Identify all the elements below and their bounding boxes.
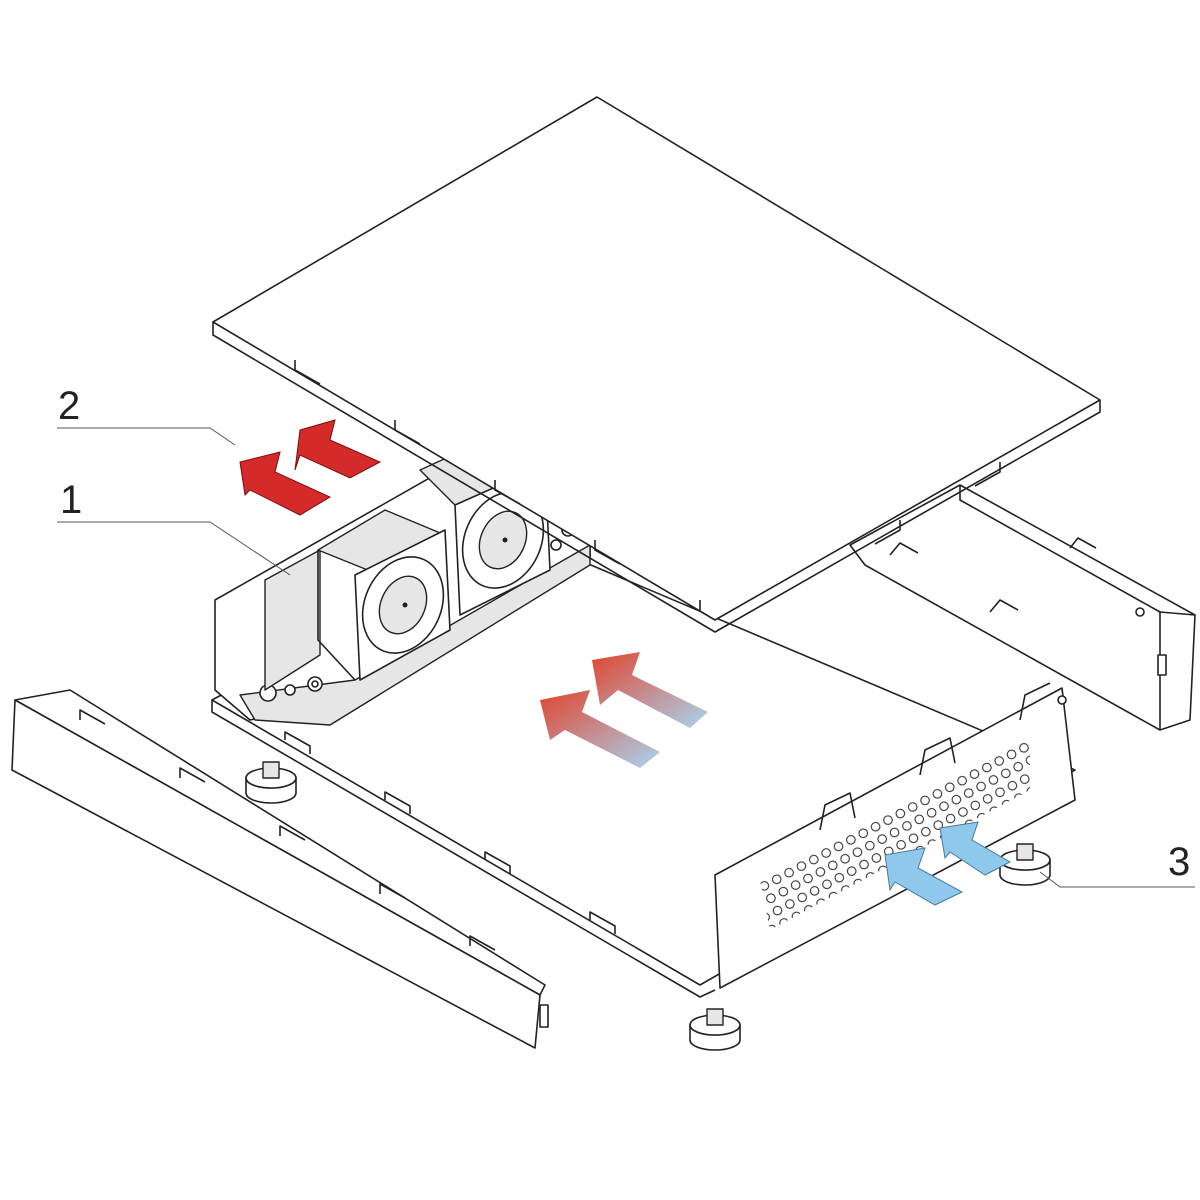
leader-line-1	[57, 521, 291, 576]
callout-1: 1	[60, 478, 83, 522]
exhaust-arrow-back	[294, 419, 382, 479]
foot-left	[245, 761, 297, 804]
perforated-front-panel	[714, 682, 1076, 989]
front-bezel	[11, 689, 549, 1049]
foot-front	[689, 1008, 741, 1051]
rear-side-panel	[849, 484, 1196, 731]
fan-1-hub	[402, 602, 408, 608]
intake-arrow-front	[884, 847, 964, 906]
fan-assembly	[214, 444, 591, 726]
exhaust-arrow-front	[239, 451, 332, 516]
intake-arrows	[884, 821, 1012, 906]
callout-3: 3	[1168, 840, 1191, 884]
leader-line-3	[1039, 871, 1195, 888]
airflow-arrow-back	[592, 652, 708, 728]
fan-2-hub	[502, 537, 508, 543]
leader-line-2	[57, 427, 236, 446]
callout-2: 2	[58, 384, 81, 428]
foot-right	[999, 843, 1051, 886]
feet	[245, 761, 1051, 1051]
fan-1	[317, 509, 451, 681]
intake-arrow-back	[939, 821, 1012, 876]
base-tabs	[284, 731, 616, 934]
airflow-arrow-front	[540, 690, 660, 768]
airflow-arrows	[540, 652, 708, 768]
top-cover	[212, 96, 1101, 633]
exhaust-arrows	[239, 419, 382, 516]
